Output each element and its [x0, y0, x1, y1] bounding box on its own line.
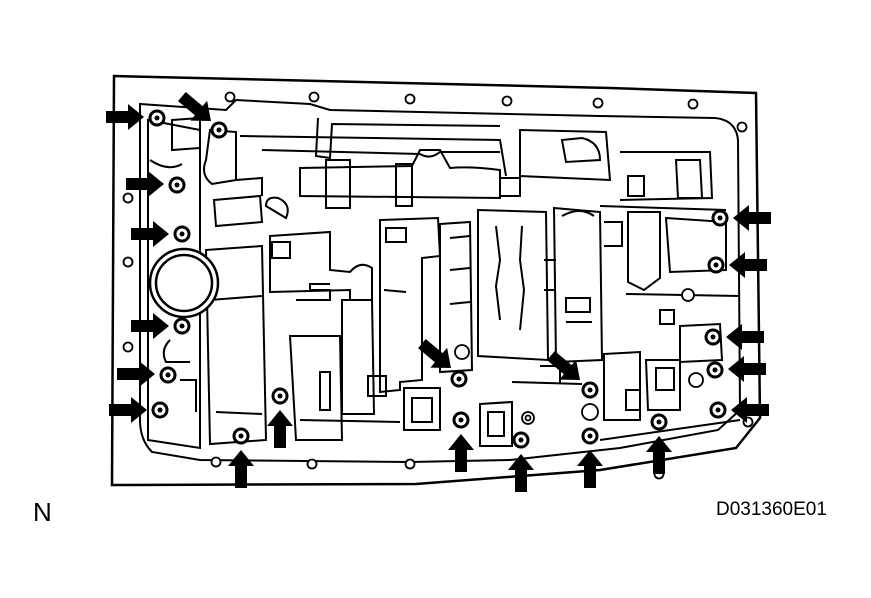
- bolts: [148, 109, 729, 449]
- outer-plate-outline: [110, 74, 762, 487]
- valve-body-channels: [147, 116, 741, 450]
- orientation-marker: N: [33, 497, 52, 527]
- accumulator-bore: [148, 247, 220, 319]
- internal-holes: [454, 288, 704, 425]
- plate-perimeter-holes: [122, 91, 754, 480]
- figure-code: D031360E01: [716, 499, 827, 520]
- bolt-centers: [154, 115, 723, 443]
